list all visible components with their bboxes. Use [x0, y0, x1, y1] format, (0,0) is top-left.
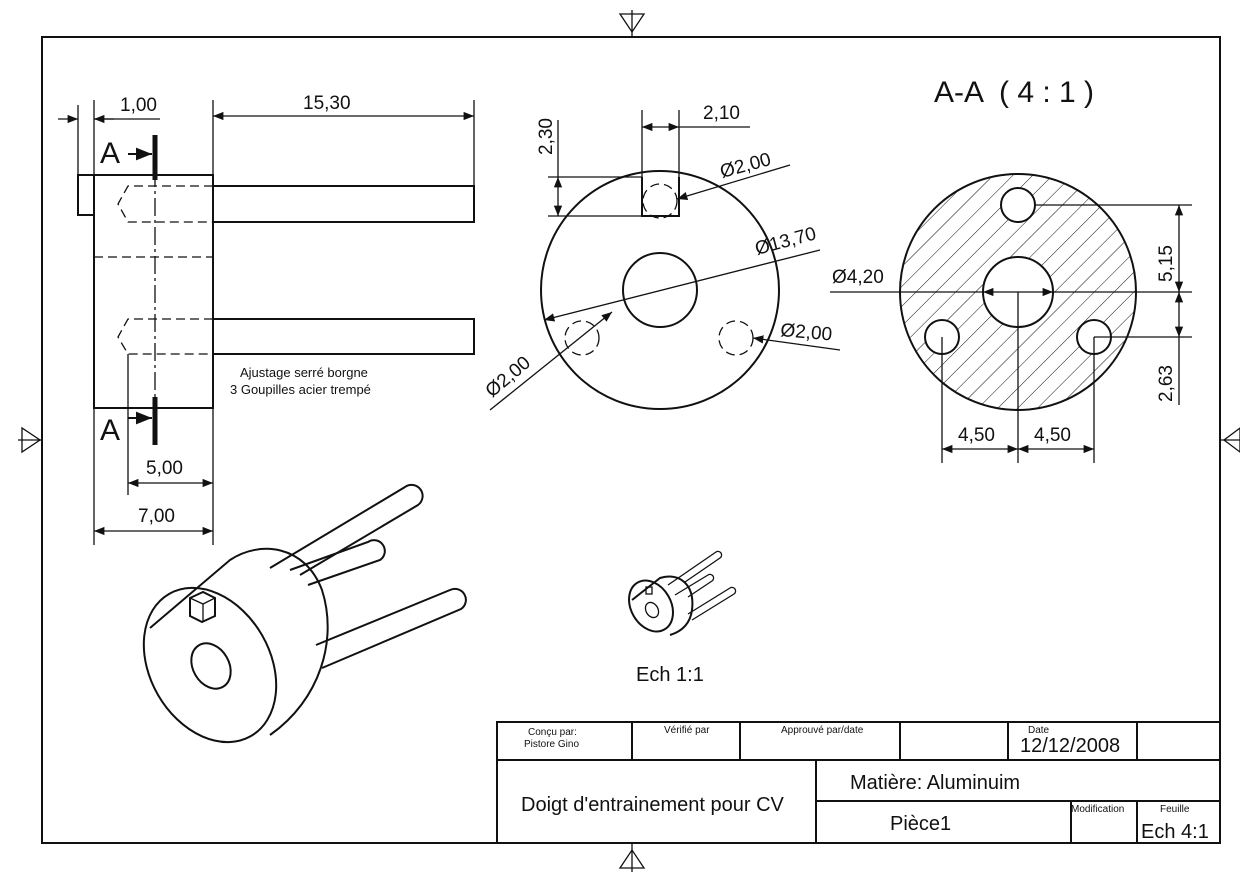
center-mark-top-icon [618, 10, 646, 37]
dim-front-6: Ø2,00 [482, 352, 535, 401]
scale-note: Ech 1:1 [636, 664, 704, 686]
part-name: Doigt d'entrainement pour CV [521, 794, 785, 816]
dim-side-3: 5,00 [146, 458, 183, 479]
dim-front-2: 2,10 [703, 103, 740, 124]
designed-by-value: Pistore Gino [524, 739, 579, 750]
section-marker-bottom: A [100, 414, 120, 447]
center-mark-bottom-icon [618, 843, 646, 872]
dim-front-5: Ø2,00 [780, 320, 833, 345]
side-view: A A 1,00 15,30 5,00 7,00 Ajustage serré … [58, 93, 475, 545]
dim-side-2: 15,30 [303, 93, 351, 114]
dim-section-1: Ø4,20 [832, 267, 884, 288]
dim-section-3: 2,63 [1156, 365, 1177, 402]
material: Matière: Aluminuim [850, 772, 1020, 794]
designed-by-label: Conçu par: [528, 727, 577, 738]
date-label: Date [1028, 725, 1050, 736]
center-mark-left-icon [18, 426, 42, 454]
title-block: Conçu par: Pistore Gino Vérifié par Appr… [496, 721, 1221, 844]
approved-by-label: Approuvé par/date [781, 725, 864, 736]
sheet-label: Feuille [1160, 804, 1190, 815]
dim-section-2: 5,15 [1156, 245, 1177, 282]
note-line-1: Ajustage serré borgne [240, 365, 368, 380]
section-marker-top: A [100, 137, 120, 170]
note-line-2: 3 Goupilles acier trempé [230, 382, 371, 397]
dim-side-1: 1,00 [120, 95, 157, 116]
dim-front-1: 2,30 [536, 118, 557, 155]
checked-by-label: Vérifié par [664, 725, 710, 736]
modification-label: Modification [1071, 804, 1124, 815]
piece-name: Pièce1 [890, 813, 951, 835]
isometric-view [142, 483, 467, 744]
isometric-view-small: Ech 1:1 [628, 550, 737, 686]
date-value: 12/12/2008 [1020, 735, 1120, 757]
centering-marks [18, 10, 1240, 872]
dim-side-4: 7,00 [138, 506, 175, 527]
section-title: A-A ( 4 : 1 ) [934, 76, 1094, 109]
front-view: 2,30 2,10 Ø2,00 Ø13,70 Ø2,00 Ø2,00 [482, 103, 841, 411]
sheet-scale: Ech 4:1 [1141, 821, 1209, 843]
dim-section-5: 4,50 [1034, 425, 1071, 446]
center-mark-right-icon [1220, 427, 1240, 453]
dim-section-4: 4,50 [958, 425, 995, 446]
section-view: A-A ( 4 : 1 ) Ø4,20 5,15 2,63 4,50 4,50 [830, 76, 1192, 463]
